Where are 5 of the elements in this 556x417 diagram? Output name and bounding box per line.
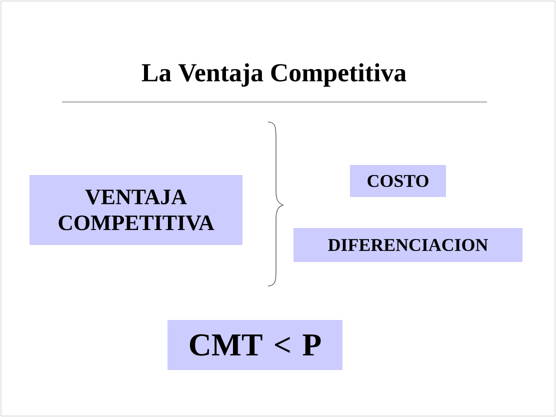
title: La Ventaja Competitiva (142, 63, 406, 87)
label-box: DIFERENCIACION (294, 228, 522, 262)
label-box: VENTAJA COMPETITIVA (30, 175, 242, 245)
label-box: COSTO (350, 165, 446, 197)
label-box: CMT < P (168, 320, 342, 370)
